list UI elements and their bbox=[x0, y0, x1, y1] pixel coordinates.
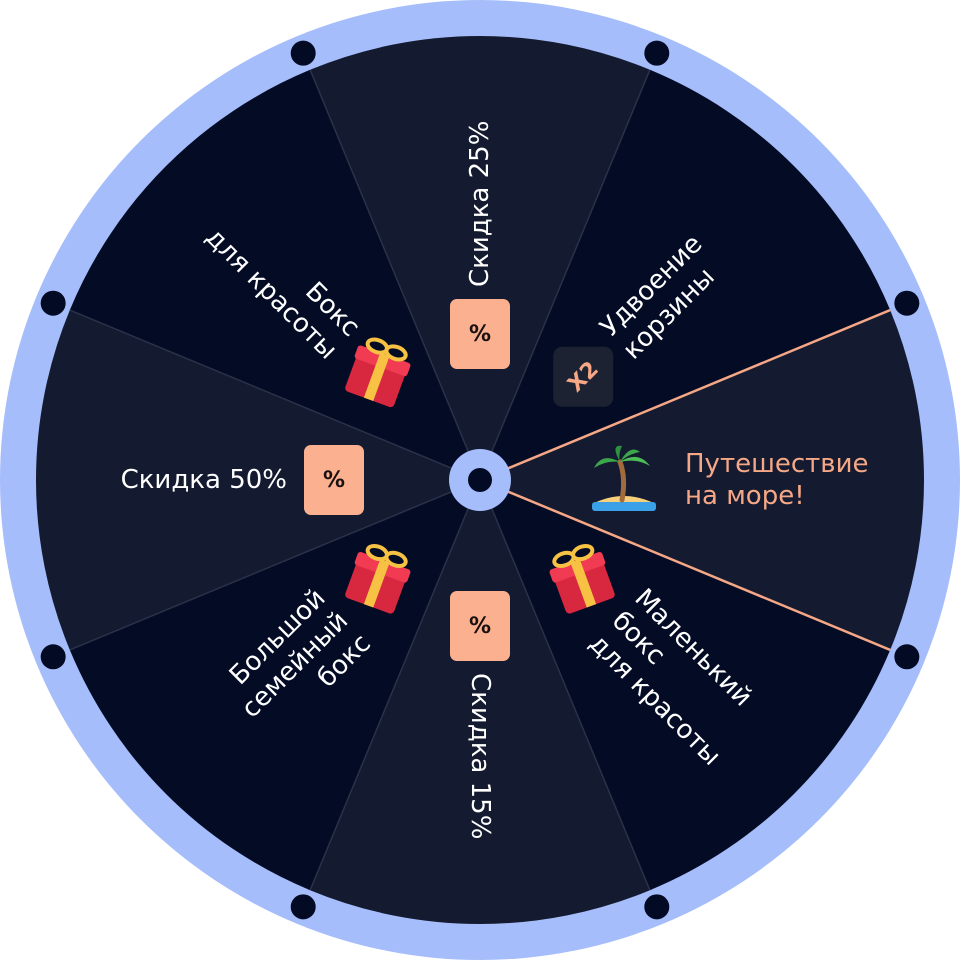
percent-badge-icon: % bbox=[450, 299, 510, 369]
prize-discount-25: % Скидка 25% bbox=[450, 121, 510, 369]
wheel-divider-line bbox=[309, 479, 481, 891]
prize-discount-50: % Скидка 50% bbox=[121, 445, 364, 515]
prize-icon-holder: % bbox=[304, 445, 364, 515]
prize-label: Скидка 50% bbox=[121, 465, 287, 495]
wheel-segment-discount-15 bbox=[310, 480, 650, 924]
percent-badge-icon: % bbox=[450, 591, 510, 661]
wheel-divider-line bbox=[479, 479, 651, 891]
prize-icon-holder bbox=[345, 543, 411, 614]
prize-label-line: Путешествие bbox=[685, 449, 869, 479]
prize-label: Скидка 15% bbox=[466, 673, 496, 839]
prize-label: Скидка 25% bbox=[465, 121, 495, 287]
percent-badge-label: % bbox=[323, 468, 345, 493]
wheel-divider-line bbox=[69, 479, 481, 651]
prize-label-line: Скидка 50% bbox=[121, 465, 287, 495]
wheel-divider-line bbox=[479, 308, 891, 482]
prize-label-line: на море! bbox=[685, 481, 805, 511]
prize-icon-holder bbox=[592, 445, 656, 511]
wheel-peg bbox=[40, 644, 66, 670]
wheel-segment-travel bbox=[480, 310, 924, 650]
x2-badge-bg bbox=[553, 346, 614, 407]
wheel-peg bbox=[894, 290, 920, 316]
palm-island-icon bbox=[592, 445, 656, 511]
wheel-dividers bbox=[69, 69, 891, 891]
wheel-peg bbox=[40, 290, 66, 316]
percent-badge-label: % bbox=[469, 614, 491, 639]
wheel-peg bbox=[290, 40, 316, 66]
wheel-divider-line bbox=[479, 69, 651, 481]
wheel-hub-layer[interactable] bbox=[449, 449, 511, 511]
prize-label-group: Скидка 25% bbox=[465, 121, 495, 287]
prize-label-line: Скидка 15% bbox=[466, 673, 496, 839]
prize-icon-holder bbox=[549, 543, 615, 614]
wheel-segment-discount-50 bbox=[36, 310, 480, 650]
wheel-peg bbox=[290, 894, 316, 920]
prize-icon-holder bbox=[345, 337, 411, 408]
wheel-peg bbox=[644, 894, 670, 920]
gift-icon bbox=[345, 543, 411, 614]
gift-icon bbox=[549, 543, 615, 614]
wheel-divider-line bbox=[309, 69, 481, 481]
prize-icon-holder: % bbox=[450, 299, 510, 369]
prize-label-line: Скидка 25% bbox=[465, 121, 495, 287]
wheel-peg bbox=[894, 644, 920, 670]
wheel-peg bbox=[644, 40, 670, 66]
wheel-segment-discount-25 bbox=[310, 36, 650, 480]
wheel-divider-line bbox=[69, 309, 481, 481]
wheel-divider-line bbox=[479, 478, 891, 652]
prize-label-group: Скидка 15% bbox=[466, 673, 496, 839]
percent-badge-label: % bbox=[469, 322, 491, 347]
prize-discount-15: % Скидка 15% bbox=[450, 591, 510, 839]
percent-badge-icon: % bbox=[304, 445, 364, 515]
prize-label-group: Скидка 50% bbox=[121, 465, 287, 495]
prize-icon-holder: % bbox=[450, 591, 510, 661]
prize-icon-holder: X2 bbox=[553, 346, 614, 407]
gift-icon bbox=[345, 337, 411, 408]
wheel-hub-center bbox=[468, 468, 492, 492]
